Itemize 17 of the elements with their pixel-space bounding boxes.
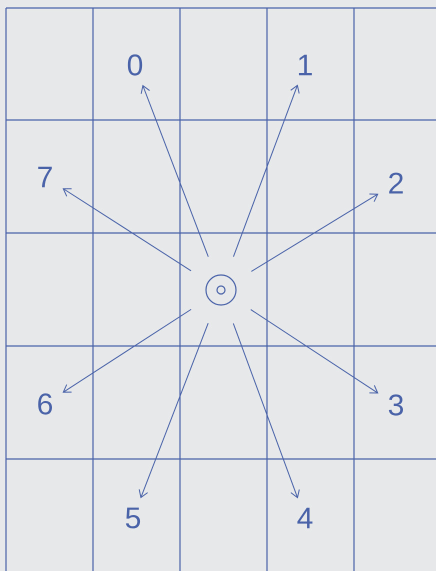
number-label: 1 bbox=[298, 54, 312, 76]
number-label: 0 bbox=[128, 54, 142, 76]
number-label: 5 bbox=[126, 508, 140, 528]
arrow bbox=[138, 322, 209, 498]
number-label: 3 bbox=[388, 394, 403, 416]
arrow bbox=[62, 188, 192, 272]
arrow bbox=[140, 84, 209, 258]
number-label: 4 bbox=[297, 508, 312, 528]
number-label: 6 bbox=[38, 393, 52, 415]
number-label: 2 bbox=[389, 172, 403, 194]
arrow bbox=[250, 309, 378, 394]
arrow bbox=[62, 308, 192, 393]
number-label: 7 bbox=[38, 166, 52, 188]
arrow bbox=[232, 84, 300, 258]
target-symbol bbox=[205, 274, 237, 306]
arrow bbox=[232, 322, 300, 499]
arrow bbox=[250, 194, 378, 272]
